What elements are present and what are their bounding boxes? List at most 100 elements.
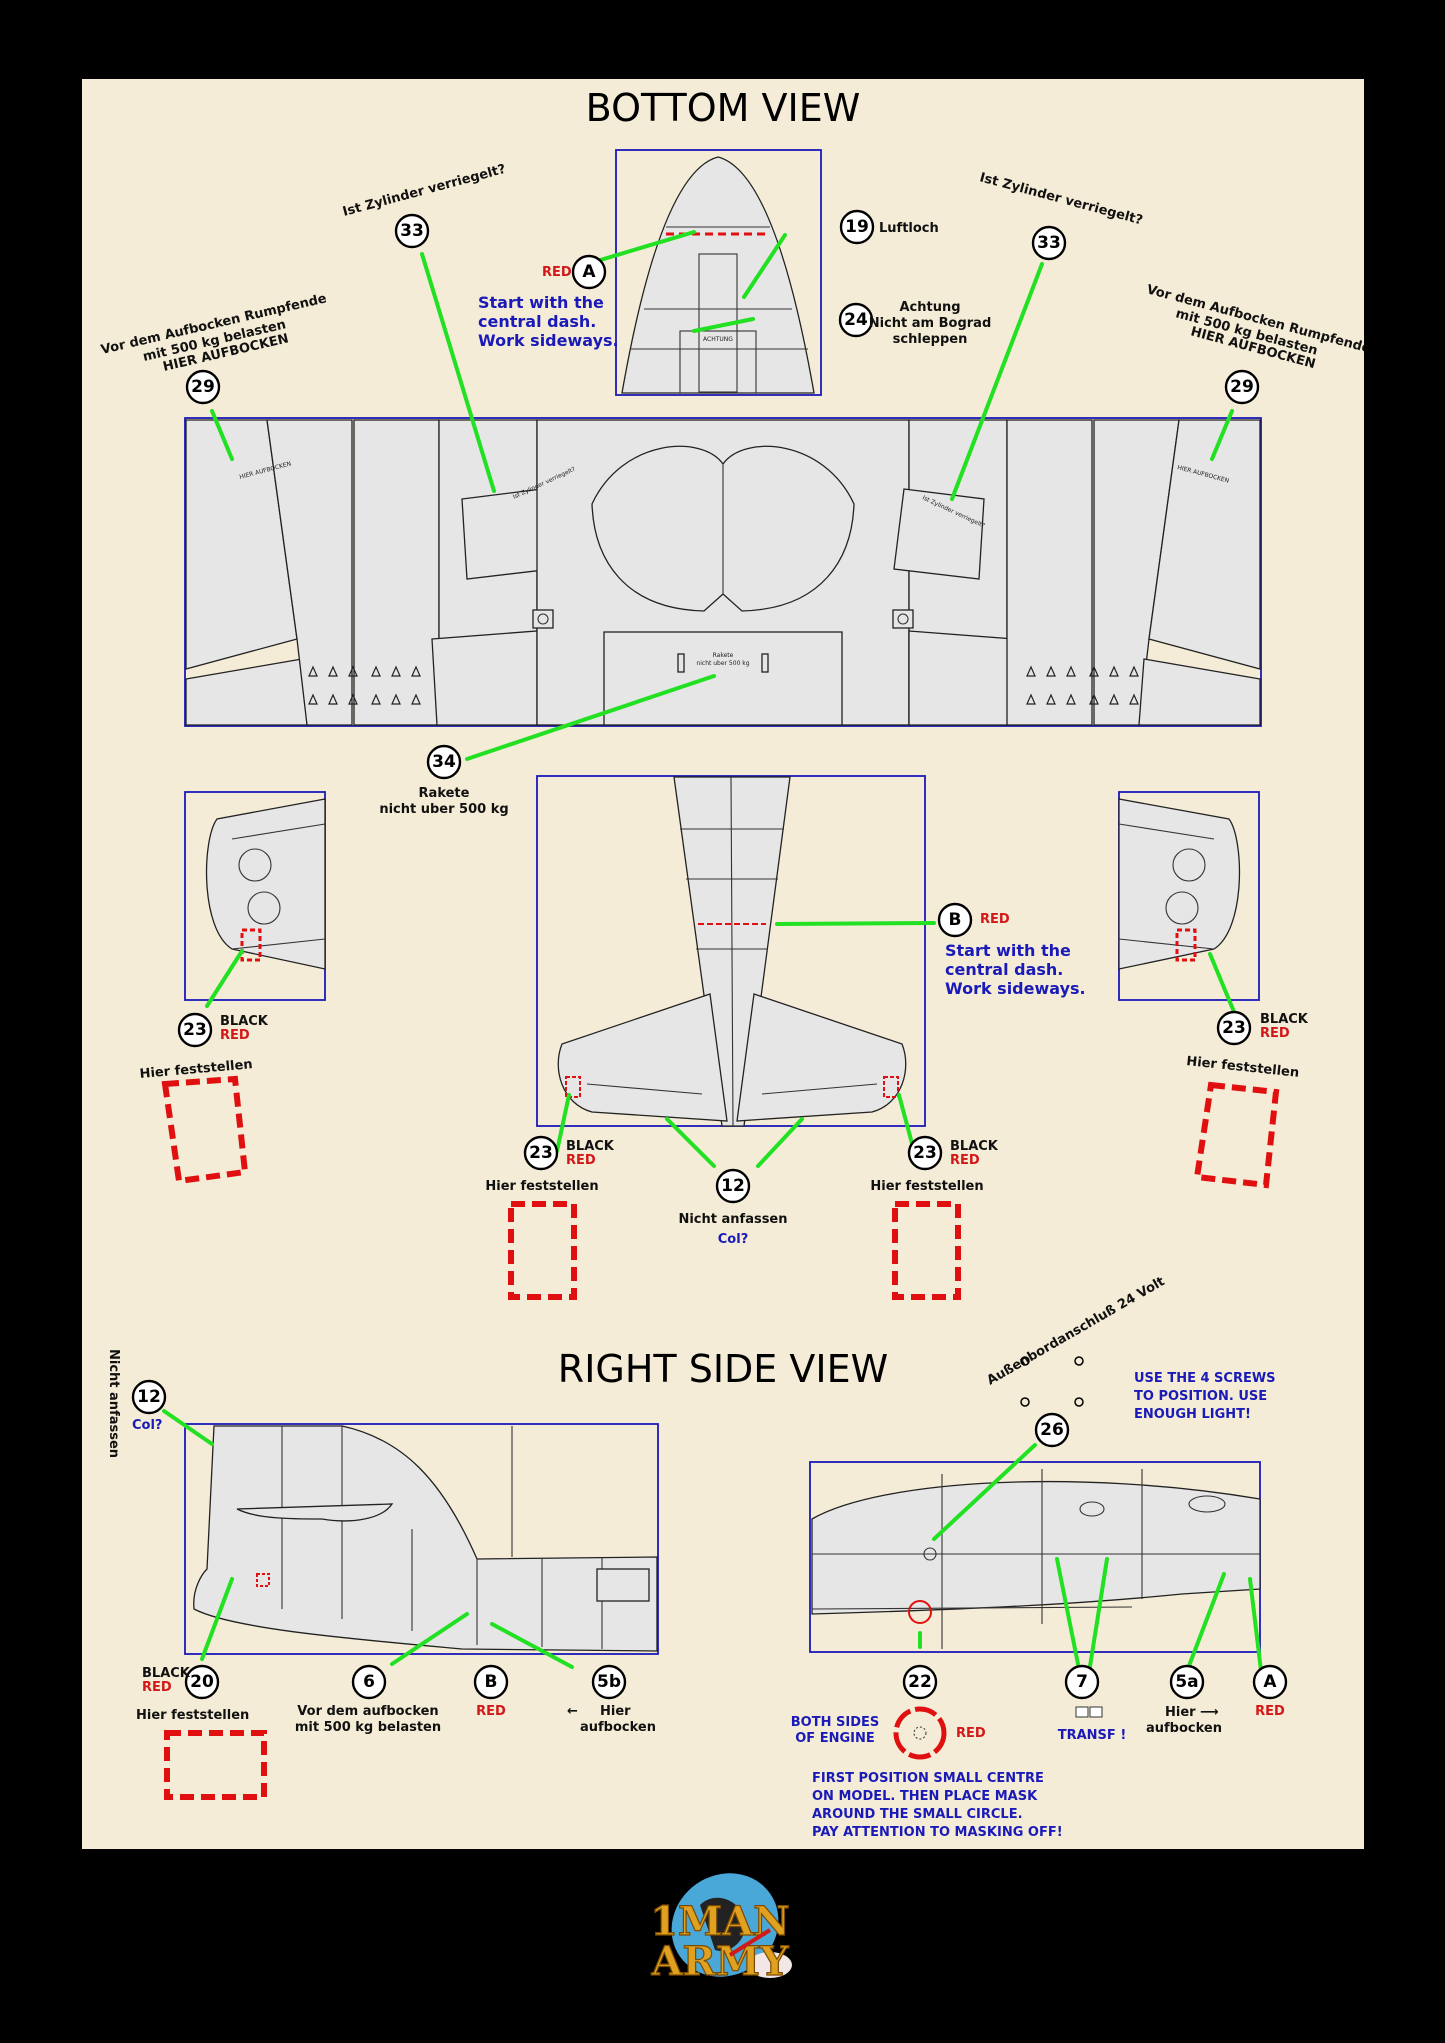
svg-text:Nicht anfassen: Nicht anfassen <box>106 1349 121 1458</box>
svg-text:B: B <box>949 910 962 930</box>
svg-text:USE THE 4 SCREWS: USE THE 4 SCREWS <box>1134 1371 1276 1386</box>
svg-text:12: 12 <box>137 1387 161 1407</box>
callouts: 33 33 29 29 A 19 24 34 B 23 23 23 23 12 … <box>131 209 1288 1700</box>
nose-part <box>621 156 815 394</box>
callout-7[interactable] <box>1064 1664 1100 1700</box>
svg-text:ENOUGH LIGHT!: ENOUGH LIGHT! <box>1134 1407 1251 1422</box>
svg-text:Nicht anfassen: Nicht anfassen <box>678 1212 787 1227</box>
svg-text:RED: RED <box>542 265 572 280</box>
svg-text:Ist Zylinder verriegelt?: Ist Zylinder verriegelt? <box>978 170 1144 228</box>
svg-text:RED: RED <box>220 1028 250 1043</box>
svg-text:RED: RED <box>476 1704 506 1719</box>
brand-logo: 1MAN ARMY <box>650 1873 792 1986</box>
svg-text:RED: RED <box>980 912 1010 927</box>
svg-text:BLACK: BLACK <box>220 1014 269 1029</box>
callout-5b[interactable] <box>591 1664 627 1700</box>
engine-side-view <box>809 1461 1261 1653</box>
svg-text:ON MODEL. THEN PLACE MASK: ON MODEL. THEN PLACE MASK <box>812 1789 1038 1804</box>
svg-text:BLACK: BLACK <box>1260 1012 1309 1027</box>
red-masks <box>161 1075 1280 1800</box>
svg-text:20: 20 <box>190 1672 214 1692</box>
svg-text:RED: RED <box>1255 1704 1285 1719</box>
callout-19[interactable] <box>839 209 875 245</box>
callout-12-tail[interactable] <box>715 1168 751 1204</box>
callout-20[interactable] <box>184 1664 220 1700</box>
svg-text:aufbocken: aufbocken <box>580 1720 656 1735</box>
nose-bottom-view: ACHTUNG <box>615 149 822 396</box>
svg-text:34: 34 <box>432 752 456 772</box>
svg-text:nicht uber 500 kg: nicht uber 500 kg <box>696 660 749 667</box>
svg-text:23: 23 <box>913 1143 937 1163</box>
callout-29-left[interactable] <box>185 369 221 405</box>
svg-text:6: 6 <box>363 1672 375 1692</box>
svg-text:19: 19 <box>845 217 869 237</box>
svg-text:Hier feststellen: Hier feststellen <box>1186 1054 1300 1081</box>
svg-text:OF ENGINE: OF ENGINE <box>795 1731 875 1746</box>
tail-bottom-view <box>536 775 926 1127</box>
callout-23-tail-right[interactable] <box>907 1135 943 1171</box>
callout-22[interactable] <box>902 1664 938 1700</box>
svg-text:TRANSF !: TRANSF ! <box>1058 1728 1127 1743</box>
svg-text:A: A <box>582 262 596 282</box>
callout-23-tail-left[interactable] <box>523 1135 559 1171</box>
callout-5a[interactable] <box>1169 1664 1205 1700</box>
callout-23-left[interactable] <box>177 1012 213 1048</box>
svg-text:Achtung: Achtung <box>899 300 960 315</box>
bottom-view-title: BOTTOM VIEW <box>586 86 861 130</box>
svg-text:29: 29 <box>1230 377 1254 397</box>
svg-text:B: B <box>485 1672 498 1692</box>
callout-A-side[interactable] <box>1252 1664 1288 1700</box>
svg-text:BLACK: BLACK <box>950 1139 999 1154</box>
wing-frame <box>184 417 1262 727</box>
callout-34[interactable] <box>426 744 462 780</box>
svg-text:BOTH SIDES: BOTH SIDES <box>791 1715 879 1730</box>
svg-text:Work sideways.: Work sideways. <box>945 979 1086 998</box>
callout-24[interactable] <box>838 302 874 338</box>
svg-text:FIRST POSITION SMALL CENTRE: FIRST POSITION SMALL CENTRE <box>812 1771 1044 1786</box>
svg-text:33: 33 <box>400 221 424 241</box>
callout-26[interactable] <box>1034 1412 1070 1448</box>
tail-side-view <box>184 1423 659 1655</box>
svg-text:22: 22 <box>908 1672 932 1692</box>
svg-text:Rakete: Rakete <box>713 652 734 659</box>
svg-text:AROUND THE SMALL CIRCLE.: AROUND THE SMALL CIRCLE. <box>812 1807 1023 1822</box>
svg-text:nicht uber 500 kg: nicht uber 500 kg <box>379 802 508 817</box>
svg-text:ACHTUNG: ACHTUNG <box>703 336 733 343</box>
svg-text:Hier feststellen: Hier feststellen <box>870 1179 983 1194</box>
svg-text:Start with the: Start with the <box>945 941 1071 960</box>
mask-engine-circle <box>893 1706 947 1760</box>
svg-text:RED: RED <box>956 1726 986 1741</box>
callout-12-side[interactable] <box>131 1379 167 1415</box>
svg-text:Hier feststellen: Hier feststellen <box>136 1708 249 1723</box>
mask-left-bay <box>161 1075 249 1185</box>
svg-text:Start with the: Start with the <box>478 293 604 312</box>
callout-B-tail[interactable] <box>937 902 973 938</box>
right-side-view-title: RIGHT SIDE VIEW <box>558 1347 888 1391</box>
svg-text:12: 12 <box>721 1176 745 1196</box>
svg-text:5a: 5a <box>1175 1672 1198 1692</box>
callout-6[interactable] <box>351 1664 387 1700</box>
svg-text:Rakete: Rakete <box>419 786 470 801</box>
left-wheelbay-view <box>184 791 326 1001</box>
svg-text:Hier: Hier <box>600 1704 631 1719</box>
svg-text:schleppen: schleppen <box>893 332 968 347</box>
svg-text:24: 24 <box>844 310 868 330</box>
svg-text:Hier: Hier <box>1165 1705 1196 1720</box>
svg-text:Nicht am Bograd: Nicht am Bograd <box>869 316 992 331</box>
nose-frame <box>615 149 822 396</box>
wing-bottom-view: Rakete nicht uber 500 kg Ist Zylinder ve… <box>184 417 1262 727</box>
right-wheelbay-view <box>1118 791 1260 1001</box>
callout-33-right[interactable] <box>1031 225 1067 261</box>
callout-B-side[interactable] <box>473 1664 509 1700</box>
callout-33-left[interactable] <box>394 213 430 249</box>
svg-text:RED: RED <box>142 1680 172 1695</box>
svg-text:BLACK: BLACK <box>566 1139 615 1154</box>
svg-text:aufbocken: aufbocken <box>1146 1721 1222 1736</box>
callout-29-right[interactable] <box>1224 369 1260 405</box>
svg-text:mit 500 kg belasten: mit 500 kg belasten <box>295 1720 441 1735</box>
svg-text:Hier feststellen: Hier feststellen <box>485 1179 598 1194</box>
svg-text:5b: 5b <box>597 1672 621 1692</box>
callout-23-right[interactable] <box>1216 1010 1252 1046</box>
svg-text:←: ← <box>567 1704 578 1719</box>
callout-A-nose[interactable] <box>571 254 607 290</box>
